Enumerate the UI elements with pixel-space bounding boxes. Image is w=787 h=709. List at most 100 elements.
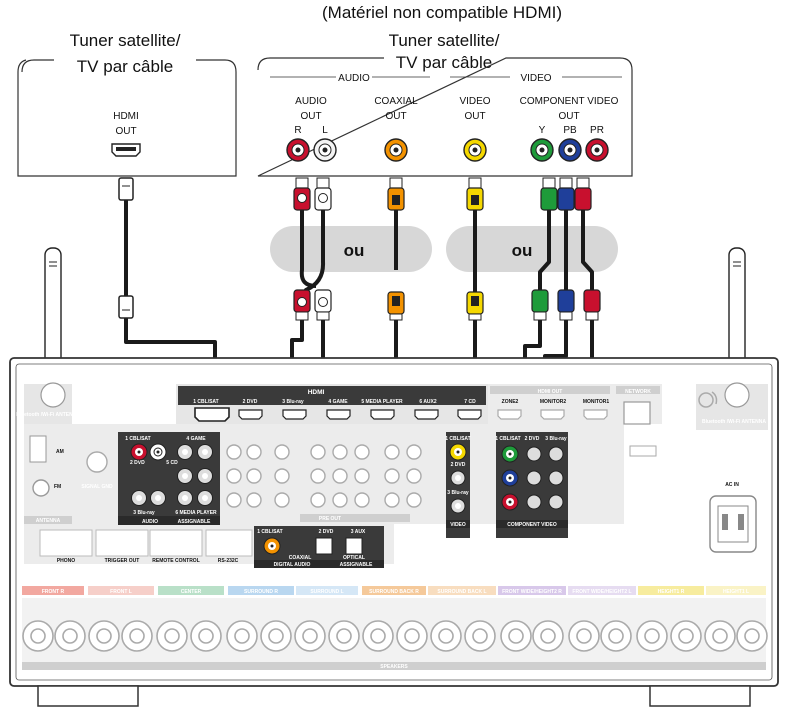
network-port: [623, 401, 651, 425]
left-hdmi-label: HDMI: [113, 111, 139, 122]
right-device-box: [257, 57, 633, 177]
network-label: NETWORK: [625, 389, 651, 395]
ac-in-label: AC IN: [725, 482, 739, 488]
comp-plug-pr-top: [574, 177, 592, 211]
hdmi-in-5: 5 MEDIA PLAYER: [361, 399, 403, 405]
comp-plug-y-bottom: [531, 289, 549, 321]
right-device-title-2: TV par câble: [396, 53, 492, 72]
audio-src-6: 6 MEDIA PLAYER: [175, 510, 217, 516]
comp-src-3: 3 Blu-ray: [545, 436, 567, 442]
rca-jack-audio-r: [286, 138, 310, 162]
spk-front-r: FRONT R: [42, 589, 65, 595]
video-src-3: 3 Blu-ray: [447, 490, 469, 496]
receiver: Bluetooth /Wi-Fi ANTENNA Bluetooth /Wi-F…: [9, 357, 779, 707]
audio-src-5: 5 CD: [166, 460, 178, 466]
video-plug-bottom: [466, 291, 484, 321]
hdmi-plug-top: [118, 177, 134, 201]
or-label-audio: ou: [344, 241, 365, 260]
hdmi-in-7: 7 CD: [464, 399, 476, 405]
audio-out-label-2: OUT: [300, 111, 321, 122]
speaker-labels: FRONT R FRONT L CENTER SURROUND R SURROU…: [22, 586, 766, 595]
audio-group-label: AUDIO: [338, 73, 370, 84]
comp-y-label: Y: [539, 125, 546, 136]
audio-src-2: 2 DVD: [130, 460, 145, 466]
fm-label: FM: [54, 484, 61, 490]
wifi-logo-icon: [698, 391, 718, 408]
left-device-title-1: Tuner satellite/: [70, 31, 181, 50]
spk-height1-r: HEIGHT1 R: [658, 589, 685, 595]
video-input-block: 1 CBL/SAT 2 DVD 3 Blu-ray VIDEO: [445, 432, 471, 538]
left-device-title-2: TV par câble: [77, 57, 173, 76]
spk-center: CENTER: [181, 589, 202, 595]
remote-control-label: REMOTE CONTROL: [152, 558, 200, 564]
audio-in-assignable: ASSIGNABLE: [178, 519, 211, 525]
foot-left: [37, 685, 139, 707]
rca-jack-coaxial: [384, 138, 408, 162]
coax-plug-bottom: [387, 291, 405, 321]
phono-jack: [86, 451, 108, 473]
audio-in-label: AUDIO: [142, 519, 158, 525]
bt-antenna-port-left: Bluetooth /Wi-Fi ANTENNA: [16, 382, 80, 418]
spk-wide-height2-l: FRONT WIDE/HEIGHT2 L: [572, 589, 631, 595]
right-device: Tuner satellite/ TV par câble AUDIO VIDE…: [257, 31, 633, 177]
left-device-box: [17, 59, 237, 177]
top-note: (Matériel non compatible HDMI): [322, 3, 562, 22]
component-in-label: COMPONENT VIDEO: [507, 522, 557, 528]
video-src-2: 2 DVD: [451, 462, 466, 468]
coaxial-label-2: OUT: [385, 111, 406, 122]
or-label-video: ou: [512, 241, 533, 260]
hdmi-out-zone2: ZONE2: [502, 399, 519, 405]
digital-src-1: 1 CBL/SAT: [257, 529, 282, 535]
control-ports-light: PHONO TRIGGER OUT REMOTE CONTROL RS-232C: [39, 529, 253, 564]
rca-plug-l-bottom: [314, 289, 332, 321]
coaxial-port-label: COAXIAL: [289, 555, 312, 561]
component-label-2: OUT: [558, 111, 579, 122]
phono-label: PHONO: [57, 558, 75, 564]
antenna-label: ANTENNA: [36, 518, 61, 524]
digital-src-2: 2 DVD: [319, 529, 334, 535]
comp-pb-label: PB: [563, 125, 577, 136]
video-src-1: 1 CBL/SAT: [445, 436, 470, 442]
rca-jack-comp-pb: [558, 138, 582, 162]
bt-antenna-port-right: Bluetooth /Wi-Fi ANTENNA: [702, 382, 766, 425]
component-label-1: COMPONENT VIDEO: [520, 96, 619, 107]
am-label: AM: [56, 449, 64, 455]
comp-src-2: 2 DVD: [525, 436, 540, 442]
trigger-out-label: TRIGGER OUT: [105, 558, 140, 564]
component-input-block: 1 CBL/SAT 2 DVD 3 Blu-ray COMPONENT VIDE…: [495, 432, 568, 538]
hdmi-in-1: 1 CBL/SAT: [193, 399, 218, 405]
hdmi-header-label: HDMI: [308, 389, 325, 396]
plugs-bottom: [118, 289, 601, 321]
rca-plug-r-top: [293, 177, 311, 211]
spk-surround-back-r: SURROUND BACK R: [369, 589, 419, 595]
digital-assignable: ASSIGNABLE: [340, 562, 373, 568]
rca-jack-video: [463, 138, 487, 162]
hdmi-input-labels: 1 CBL/SAT 2 DVD 3 Blu-ray 4 GAME 5 MEDIA…: [178, 396, 486, 405]
hdmi-in-6: 6 AUX2: [419, 399, 437, 405]
digital-audio-label: DIGITAL AUDIO: [274, 562, 311, 568]
left-out-label: OUT: [115, 126, 136, 137]
audio-src-4: 4 GAME: [186, 436, 206, 442]
spk-height1-l: HEIGHT1 L: [723, 589, 749, 595]
spk-surround-back-l: SURROUND BACK L: [437, 589, 486, 595]
rca-jack-audio-l: [313, 138, 337, 162]
comp-plug-pr-bottom: [583, 289, 601, 321]
right-device-title-1: Tuner satellite/: [389, 31, 500, 50]
or-bubble-video: [446, 226, 618, 272]
hdmi-in-3: 3 Blu-ray: [282, 399, 304, 405]
or-bubble-audio: [270, 226, 432, 272]
hdmi-port-icon: [111, 143, 141, 157]
rca-jack-comp-y: [530, 138, 554, 162]
spk-wide-height2-r: FRONT WIDE/HEIGHT2 R: [502, 589, 562, 595]
pre-out-block: [226, 444, 422, 508]
hdmi-in-2: 2 DVD: [243, 399, 258, 405]
spk-front-l: FRONT L: [110, 589, 132, 595]
comp-src-1: 1 CBL/SAT: [495, 436, 520, 442]
am-fm-antenna-block: AM FM ANTENNA: [24, 435, 72, 524]
usb-port: [629, 445, 657, 457]
video-group-label: VIDEO: [520, 73, 551, 84]
foot-right: [649, 685, 751, 707]
digital-src-3: 3 AUX: [351, 529, 366, 535]
rca-plug-l-top: [314, 177, 332, 211]
coaxial-label-1: COAXIAL: [374, 96, 418, 107]
